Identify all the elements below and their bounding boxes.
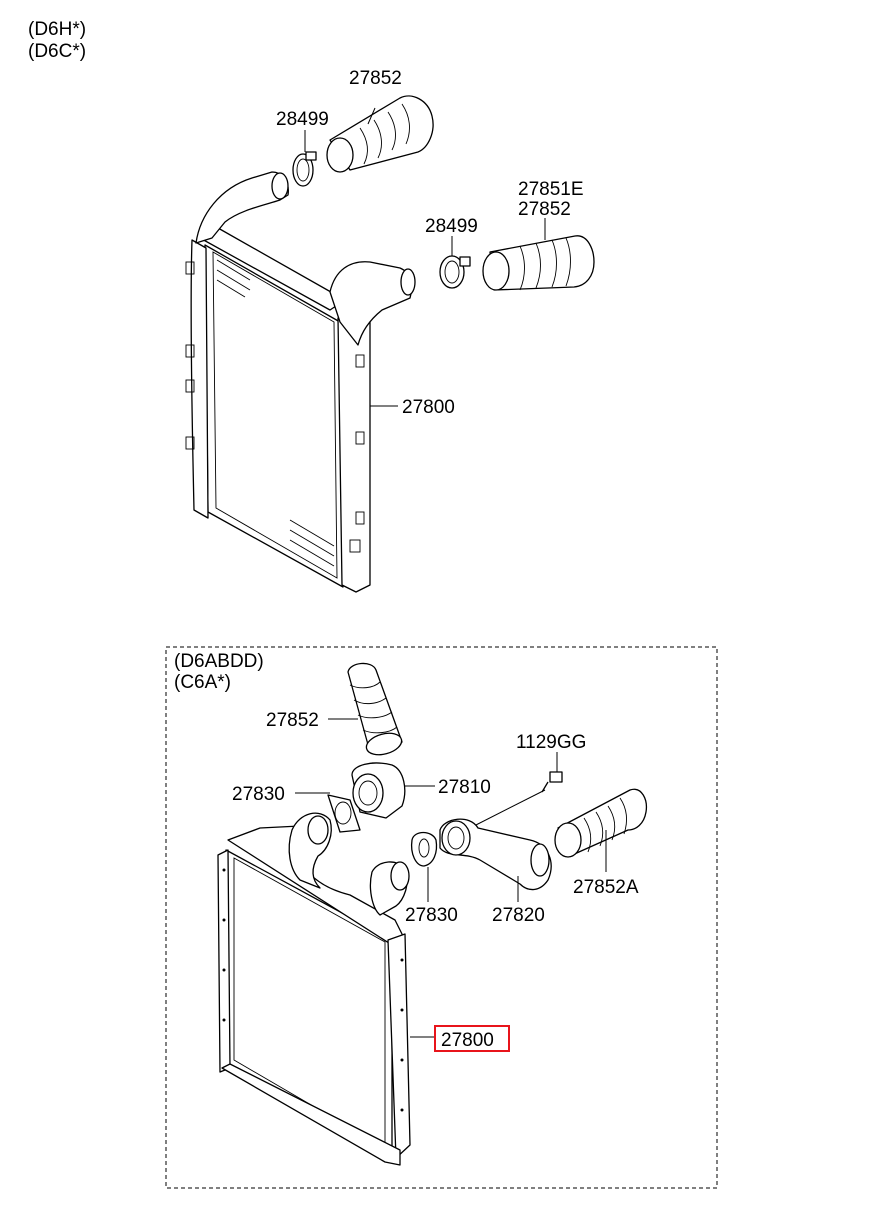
bottom-section: (D6ABDD) (C6A*)	[165, 646, 718, 1189]
top-variant-label-2: (D6C*)	[28, 41, 86, 62]
top-section: (D6H*) (D6C*)	[28, 19, 595, 593]
bottom-pipe-27820[interactable]	[439, 818, 552, 902]
top-clamp-28499[interactable]	[292, 130, 317, 187]
bottom-hose-27852a[interactable]	[554, 788, 648, 872]
top-hose-right-callout-a: 27851E	[518, 179, 584, 200]
top-hose-right[interactable]	[482, 218, 595, 291]
variant-box	[165, 646, 718, 1189]
top-variant-label-1: (D6H*)	[28, 19, 86, 40]
bottom-variant-label-2: (C6A*)	[174, 672, 231, 693]
bottom-hose-right-callout: 27852A	[573, 877, 639, 898]
bottom-pipe-27810[interactable]	[351, 762, 435, 819]
top-clamp-right-28499[interactable]	[439, 236, 471, 289]
bottom-variant-label-1: (D6ABDD)	[174, 651, 264, 672]
top-hose-right-callout-b: 27852	[518, 199, 571, 220]
bottom-bolt-1129gg[interactable]	[469, 752, 563, 829]
top-intercooler-callout: 27800	[402, 397, 455, 418]
bottom-gasket-left-callout: 27830	[232, 784, 285, 805]
bottom-intercooler-callout[interactable]: 27800	[441, 1030, 494, 1051]
bottom-gasket-right-callout: 27830	[405, 905, 458, 926]
bottom-pipe-right-callout: 27820	[492, 905, 545, 926]
top-intercooler[interactable]	[185, 171, 416, 593]
bottom-gasket-left-27830[interactable]	[295, 792, 361, 833]
bottom-bolt-callout: 1129GG	[516, 732, 586, 753]
bottom-gasket-right-27830[interactable]	[410, 831, 438, 903]
bottom-pipe-left-callout: 27810	[438, 777, 491, 798]
bottom-intercooler[interactable]	[217, 812, 435, 1166]
top-hose-27852[interactable]	[326, 95, 434, 173]
bottom-hose-callout: 27852	[266, 710, 319, 731]
bottom-hose-27852[interactable]	[328, 662, 404, 758]
top-hose-callout: 27852	[349, 68, 402, 89]
top-clamp-callout: 28499	[276, 109, 329, 130]
top-clamp-right-callout: 28499	[425, 216, 478, 237]
highlight-box	[434, 1025, 510, 1052]
